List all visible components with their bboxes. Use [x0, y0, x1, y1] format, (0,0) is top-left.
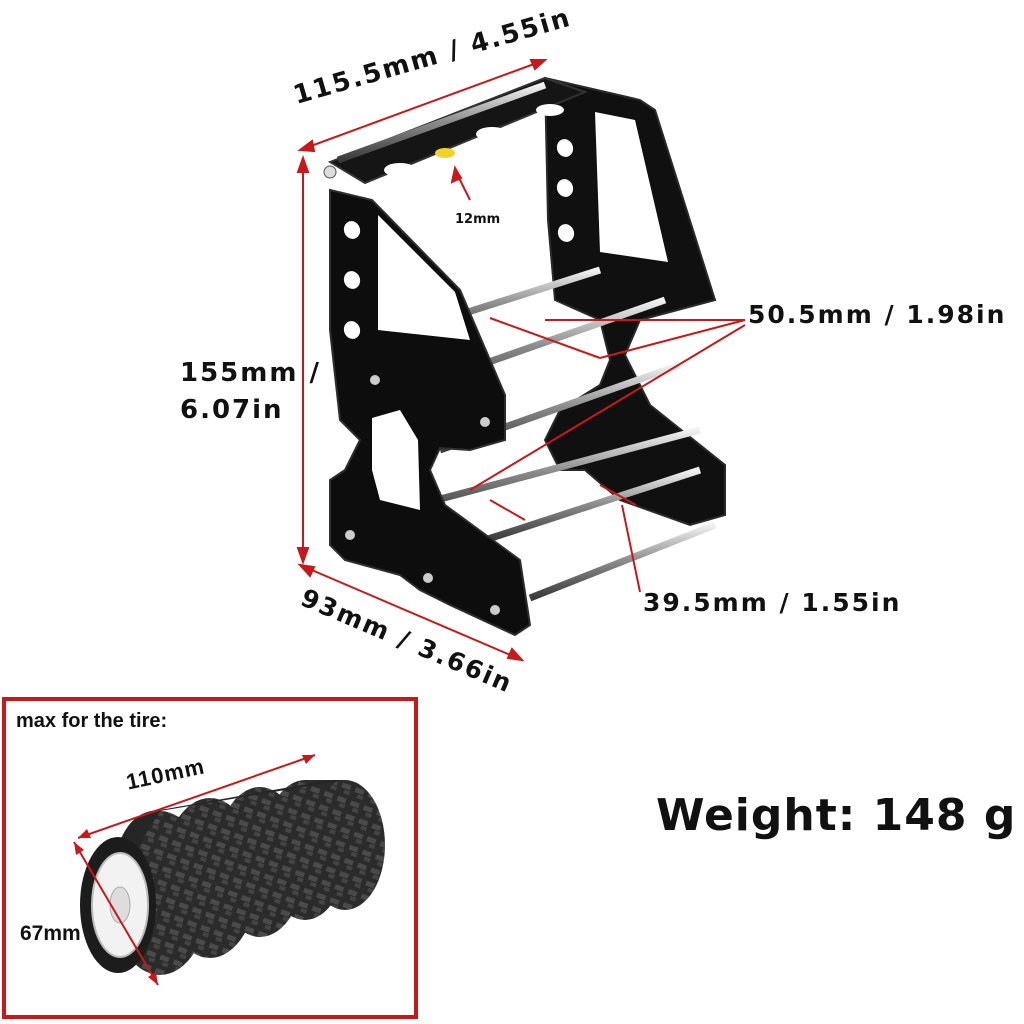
tire-stack-illustration	[73, 754, 385, 986]
weight-label: Weight: 148 g	[656, 790, 1017, 841]
hole-size-label: 12mm	[455, 212, 501, 227]
tire-size-box	[2, 697, 418, 1019]
tire-box-title: max for the tire:	[16, 710, 168, 732]
rack-front-frame	[323, 165, 532, 637]
height-dimension-label: 155mm /	[180, 358, 322, 388]
rack-back-frame	[543, 76, 726, 527]
tire-diameter-label: 67mm	[20, 922, 81, 945]
lower-rod-spacing-label: 39.5mm / 1.55in	[643, 588, 902, 617]
dimension-arrows	[296, 59, 746, 662]
height-dimension-label-inches: 6.07in	[180, 395, 284, 425]
rack-top-tray	[327, 76, 588, 185]
upper-rod-spacing-label: 50.5mm / 1.98in	[748, 300, 1007, 329]
